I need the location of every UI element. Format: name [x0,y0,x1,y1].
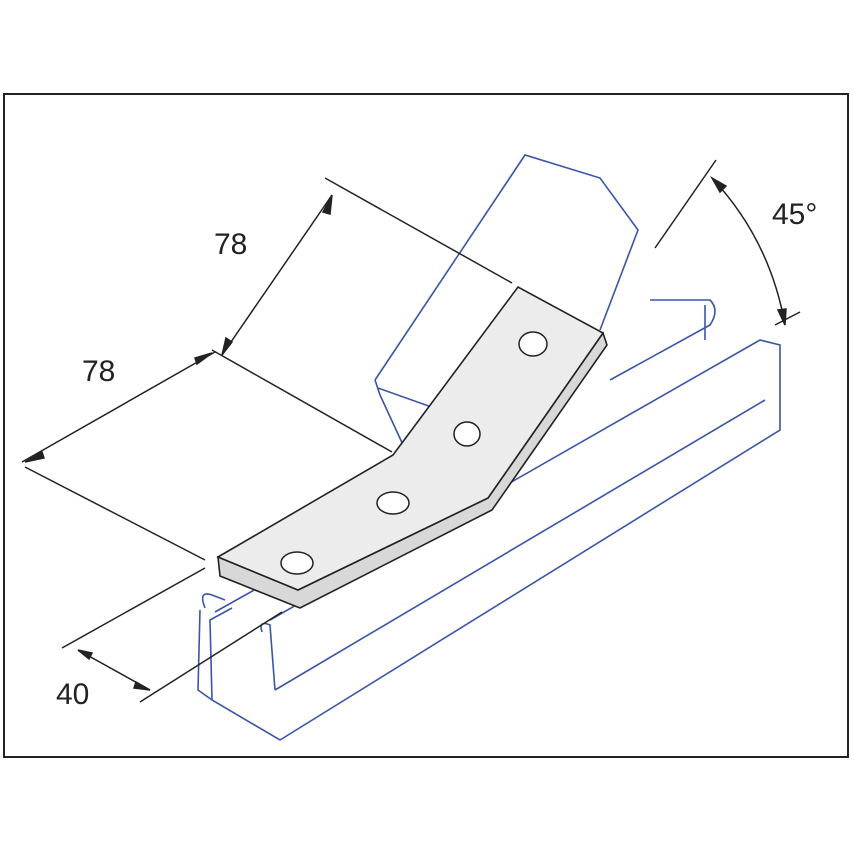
hole [376,491,410,515]
dimension-lines [21,159,801,703]
upper-length-label: 78 [214,228,248,261]
hole [518,331,548,357]
hole [453,421,481,447]
bracket-plate [216,285,608,609]
lower-length-label: 78 [82,355,116,388]
angle-label: 45° [772,198,818,231]
drawing-frame [3,93,849,758]
width-label: 40 [56,678,90,711]
hole [280,551,314,575]
